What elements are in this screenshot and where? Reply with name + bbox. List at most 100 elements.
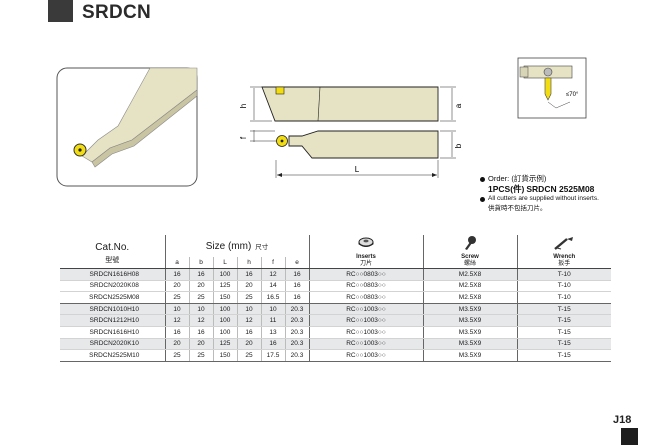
size-col-b: b [188,257,213,270]
cell-screw: M3.5X9 [422,314,517,328]
cell-e: 16 [284,268,309,281]
screw-cn-label: 螺絲 [463,261,476,268]
cell-f: 14 [260,280,285,293]
size-col-h: h [236,257,261,270]
title-marker-block [48,0,73,22]
page-title: SRDCN [82,2,152,23]
wrench-icon [554,237,574,250]
page-marker-block [621,428,638,445]
cell-a: 25 [164,291,189,304]
cell-cat: SRDCN1616H10 [60,326,165,339]
cell-wrench: T-15 [516,326,611,339]
cell-wrench: T-15 [516,349,611,362]
cell-wrench: T-10 [516,268,611,281]
cell-wrench: T-10 [516,280,611,293]
cell-insert: RC○○0803○○ [308,280,423,293]
cell-screw: M2.5X8 [422,291,517,304]
cell-L: 100 [212,268,237,281]
cell-wrench: T-15 [516,303,611,316]
order-note-cn: 供貨時不包括刀片。 [488,205,547,212]
cell-f: 16.5 [260,291,285,304]
cell-h: 20 [236,280,261,293]
cell-a: 20 [164,338,189,351]
cell-L: 100 [212,326,237,339]
cell-e: 20.3 [284,314,309,328]
cell-b: 25 [188,349,213,362]
cell-L: 100 [212,314,237,328]
cell-screw: M3.5X9 [422,326,517,339]
cell-f: 12 [260,268,285,281]
cell-cat: SRDCN2525M08 [60,291,165,304]
order-note-en: All cutters are supplied without inserts… [488,195,599,202]
cell-screw: M3.5X9 [422,349,517,362]
wrench-cn-label: 扳手 [558,261,571,268]
cell-a: 12 [164,314,189,328]
catno-cn-label: 型號 [105,257,120,265]
angle-label: ≤70° [566,92,579,98]
cell-b: 10 [188,303,213,316]
screw-icon [465,236,476,251]
cell-insert: RC○○1003○○ [308,303,423,316]
dim-label-f: f [239,136,248,139]
cell-screw: M3.5X9 [422,338,517,351]
spec-table: Cat.No. 型號 Size (mm)尺寸 Inserts 刀片 Screw … [60,235,611,362]
insert-icon [358,237,374,248]
cell-cat: SRDCN2525M10 [60,349,165,362]
cell-cat: SRDCN1212H10 [60,314,165,328]
cell-screw: M3.5X9 [422,303,517,316]
size-label: Size (mm) [205,240,252,252]
inserts-header: Inserts 刀片 [308,235,423,270]
cell-L: 100 [212,303,237,316]
cell-b: 25 [188,291,213,304]
cell-e: 20.3 [284,338,309,351]
cell-insert: RC○○1003○○ [308,326,423,339]
order-example-prefix: 1PCS(件) [488,184,525,194]
catno-label: Cat.No. [95,242,130,254]
cell-L: 150 [212,291,237,304]
catno-header: Cat.No. 型號 [60,235,165,270]
cell-insert: RC○○1003○○ [308,314,423,328]
dim-label-L: L [355,165,360,174]
cell-L: 125 [212,280,237,293]
order-label: Order: (訂貨示例) [488,174,547,183]
screw-header: Screw 螺絲 [422,235,517,270]
angle-detail-view: ≤70° [517,57,587,119]
dim-label-b: b [454,143,463,148]
cell-e: 16 [284,291,309,304]
cell-wrench: T-15 [516,314,611,328]
cell-e: 20.3 [284,303,309,316]
cell-a: 25 [164,349,189,362]
size-header: Size (mm)尺寸 [164,235,309,257]
cell-h: 25 [236,349,261,362]
page-number: J18 [613,414,632,426]
dim-label-h: h [239,104,248,108]
cell-f: 17.5 [260,349,285,362]
holder-side-view: h a [239,86,463,122]
cell-wrench: T-15 [516,338,611,351]
cell-b: 16 [188,268,213,281]
cell-insert: RC○○1003○○ [308,338,423,351]
bullet-icon [480,196,485,202]
cell-f: 11 [260,314,285,328]
cell-a: 10 [164,303,189,316]
cell-b: 12 [188,314,213,328]
cell-L: 125 [212,338,237,351]
size-col-f: f [260,257,285,270]
screw-label: Screw [461,254,479,261]
cell-cat: SRDCN1010H10 [60,303,165,316]
tool-drawings: h a f b L ≤70° [56,57,587,187]
size-cn-label: 尺寸 [255,243,269,251]
cell-f: 10 [260,303,285,316]
holder-perspective-view [56,67,198,187]
cell-a: 16 [164,268,189,281]
wrench-label: Wrench [553,254,576,261]
cell-wrench: T-10 [516,291,611,304]
cell-insert: RC○○0803○○ [308,268,423,281]
inserts-label: Inserts [356,254,376,261]
